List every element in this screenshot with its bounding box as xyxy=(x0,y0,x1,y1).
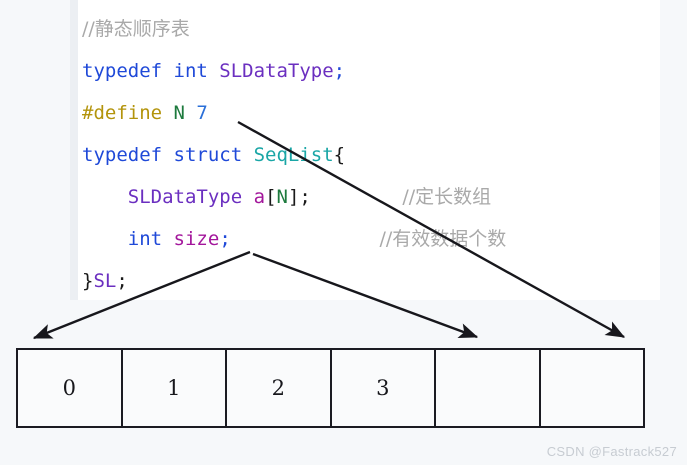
code-token-comment: //有效数据个数 xyxy=(379,228,507,250)
array-cell-value: 2 xyxy=(271,376,285,400)
line-typedef-struct: typedef struct SeqList{ xyxy=(78,134,687,176)
code-token-magenta: a xyxy=(253,186,266,208)
code-token-plain: { xyxy=(333,144,346,166)
code-token-keyword: int xyxy=(127,228,163,250)
code-token-plain xyxy=(231,228,380,250)
line-comment-header: //静态顺序表 xyxy=(78,8,687,50)
code-token-green: N xyxy=(276,186,288,208)
code-token-keyword: typedef int xyxy=(82,60,220,82)
array-cell-4 xyxy=(436,350,541,426)
code-token-plain: } xyxy=(82,270,94,292)
array-cell-value: 0 xyxy=(62,376,76,400)
array-cell-5 xyxy=(541,350,644,426)
code-token-type: SLDataType xyxy=(219,60,334,82)
code-token-plain xyxy=(82,186,128,208)
watermark: CSDN @Fastrack527 xyxy=(546,444,677,459)
code-token-define: #define xyxy=(82,102,174,124)
code-token-plain xyxy=(242,186,253,208)
code-token-green: N xyxy=(173,102,197,124)
line-define-n: #define N 7 xyxy=(78,92,687,134)
array-cell-2: 2 xyxy=(227,350,332,426)
array-cell-value: 3 xyxy=(376,376,390,400)
code-token-keyword: ; xyxy=(219,228,231,250)
array-cell-0: 0 xyxy=(18,350,123,426)
code-token-plain: [ xyxy=(265,186,277,208)
code-token-type: SL xyxy=(93,270,117,292)
code-token-type: SLDataType xyxy=(127,186,243,208)
code-token-plain: ; xyxy=(116,270,128,292)
line-size-member: int size; //有效数据个数 xyxy=(78,218,687,260)
array-cell-1: 1 xyxy=(123,350,227,426)
array-cell-value: 1 xyxy=(167,376,181,400)
code-gutter xyxy=(70,0,78,300)
array-table: 0 1 2 3 xyxy=(16,348,645,428)
line-typedef-int: typedef int SLDataType; xyxy=(78,50,687,92)
line-struct-close: }SL; xyxy=(78,260,687,302)
code-token-num: 7 xyxy=(196,102,208,124)
code-token-plain: ]; xyxy=(287,186,311,208)
code-token-keyword: typedef struct xyxy=(82,144,254,166)
code-token-comment: //静态顺序表 xyxy=(82,18,190,40)
code-token-teal: SeqList xyxy=(253,144,334,166)
code-token-plain xyxy=(82,228,128,250)
code-token-magenta: size xyxy=(173,228,220,250)
line-array-member: SLDataType a[N]; //定长数组 xyxy=(78,176,687,218)
code-token-plain xyxy=(311,186,403,208)
array-cell-3: 3 xyxy=(332,350,436,426)
code-token-keyword: ; xyxy=(333,60,346,82)
code-token-comment: //定长数组 xyxy=(402,186,492,208)
code-token-plain xyxy=(162,228,173,250)
